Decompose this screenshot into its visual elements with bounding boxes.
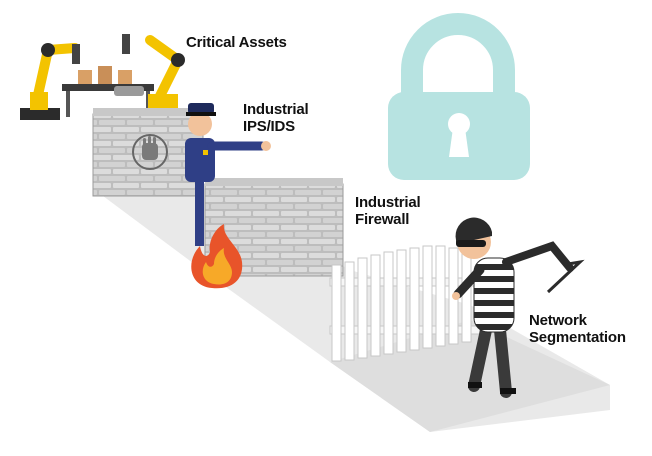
police-officer-icon <box>185 103 271 246</box>
label-network-segmentation: Network Segmentation <box>529 312 626 346</box>
label-ips-ids-line-1: Industrial <box>243 101 309 118</box>
ips-ids-wall <box>92 108 204 197</box>
picket-fence <box>329 245 481 362</box>
label-ips-ids-line-2: IPS/IDS <box>243 118 295 135</box>
stop-hand-icon <box>132 134 168 170</box>
fire-icon <box>191 224 243 289</box>
burglar-icon <box>452 217 585 398</box>
label-industrial-ips-ids: Industrial IPS/IDS <box>243 101 309 135</box>
padlock-icon <box>388 13 530 180</box>
robot-arms-icon <box>20 34 185 120</box>
label-segmentation-line-1: Network <box>529 312 587 329</box>
label-firewall-line-1: Industrial <box>355 194 421 211</box>
label-critical-assets: Critical Assets <box>186 34 287 51</box>
label-firewall-line-2: Firewall <box>355 211 410 228</box>
label-industrial-firewall: Industrial Firewall <box>355 194 421 228</box>
label-segmentation-line-2: Segmentation <box>529 329 626 346</box>
